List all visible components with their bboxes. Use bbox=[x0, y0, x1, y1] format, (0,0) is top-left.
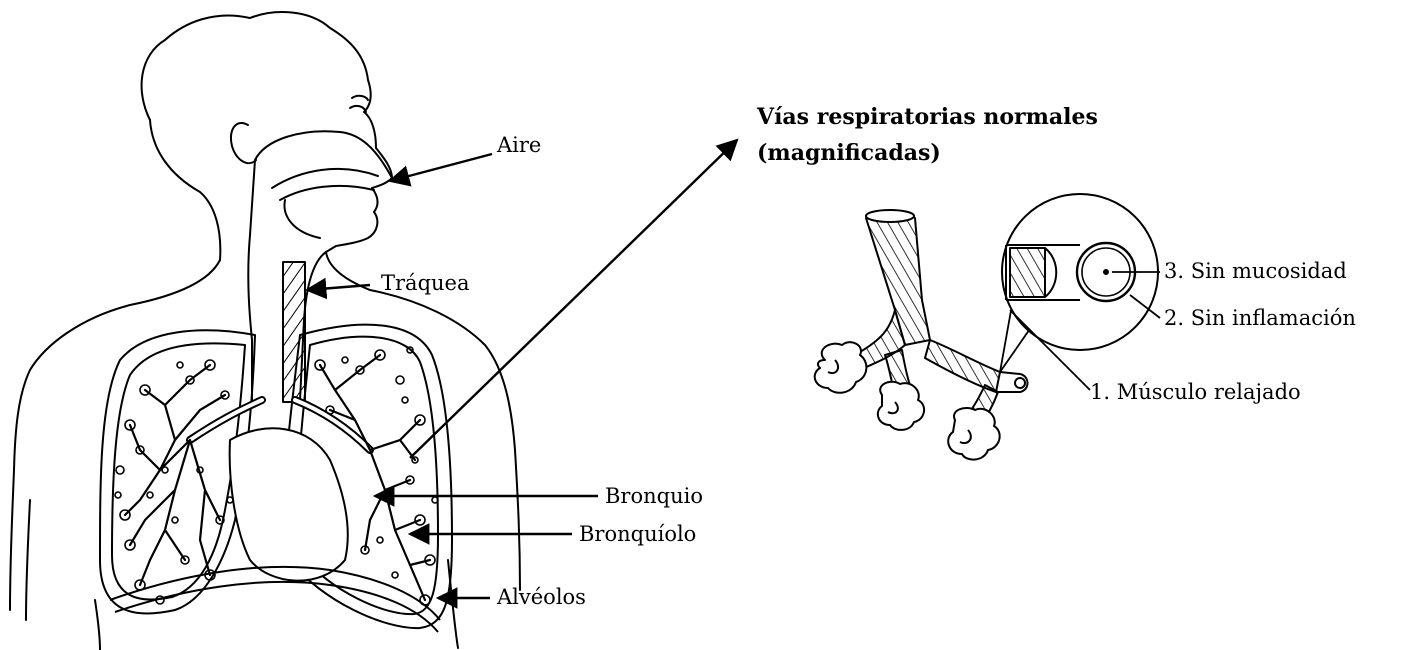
inset-title-line2: (magnificadas) bbox=[757, 138, 941, 168]
alveoli-cluster-left bbox=[815, 342, 867, 393]
right-shoulder bbox=[370, 290, 520, 590]
left-bronchial-tree bbox=[115, 360, 233, 604]
arrow-aire bbox=[390, 154, 492, 181]
label-alveolos: Alvéolos bbox=[497, 587, 586, 608]
label-aire: Aire bbox=[497, 135, 541, 156]
heart-cavity bbox=[230, 428, 348, 580]
label-traquea: Tráquea bbox=[381, 273, 469, 294]
label-sin-mucosidad: 3. Sin mucosidad bbox=[1164, 261, 1347, 282]
arrow-traquea bbox=[307, 285, 370, 290]
alveoli-cluster-right bbox=[948, 408, 999, 460]
magnified-airway bbox=[815, 194, 1160, 460]
head-outline bbox=[142, 12, 371, 120]
nasal-cavity bbox=[250, 131, 392, 235]
trachea-wall-left bbox=[248, 235, 252, 400]
label-musculo-relajado: 1. Músculo relajado bbox=[1090, 382, 1301, 403]
label-bronquiolo: Bronquíolo bbox=[579, 524, 696, 545]
airway-branch-right bbox=[925, 340, 1000, 392]
back-of-head bbox=[150, 120, 220, 260]
inset-title-line1: Vías respiratorias normales bbox=[757, 102, 1098, 132]
face-profile bbox=[326, 112, 392, 252]
lungs bbox=[100, 325, 452, 632]
label-sin-inflamacion: 2. Sin inflamación bbox=[1164, 308, 1356, 329]
arrow-magnify bbox=[410, 140, 737, 458]
neck-back bbox=[130, 260, 220, 305]
label-bronquio: Bronquio bbox=[605, 486, 703, 507]
ear bbox=[231, 123, 256, 163]
alveoli-cluster-mid bbox=[878, 382, 924, 430]
neck-front bbox=[326, 252, 370, 290]
